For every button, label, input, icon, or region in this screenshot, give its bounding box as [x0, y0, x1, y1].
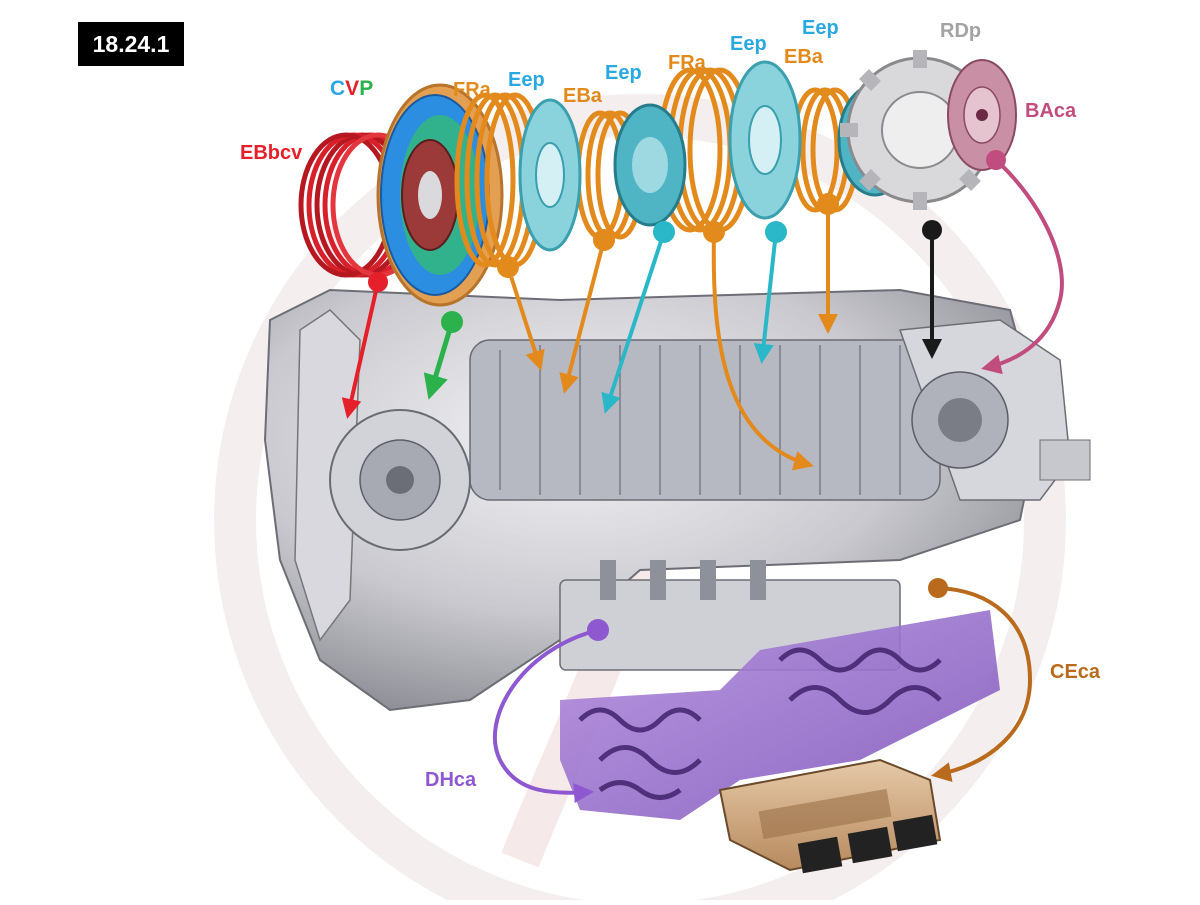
leader-rdp [922, 220, 942, 359]
label-eep-4: Eep [802, 17, 839, 39]
leader-cvp [423, 311, 463, 400]
leader-dhca [493, 619, 609, 804]
leader-eba-2 [817, 193, 839, 334]
label-fra-2: FRa [668, 52, 706, 74]
valve-body-icon [560, 610, 1000, 820]
label-cvp-v: V [345, 77, 360, 100]
label-fra-1: FRa [453, 79, 491, 101]
leader-fra-1 [497, 256, 545, 371]
label-eep-2: Eep [605, 62, 642, 84]
label-eba-1: EBa [563, 85, 602, 107]
figure-id-badge: 18.24.1 [78, 22, 184, 66]
label-cvp-p: P [359, 77, 374, 100]
leader-eep-3 [753, 221, 787, 364]
leader-eba-1 [559, 229, 615, 394]
transmission-housing-icon [263, 288, 1091, 712]
label-eba-2: EBa [784, 46, 823, 68]
label-baca: BAca [1025, 100, 1077, 122]
label-eep-3: Eep [730, 33, 767, 55]
leader-baca [981, 150, 1064, 375]
leader-ceca [928, 578, 1033, 782]
label-ceca: CEca [1050, 661, 1101, 683]
leader-ebbcv [341, 272, 388, 419]
leader-eep-2 [601, 221, 675, 414]
label-rdp: RDp [940, 20, 982, 42]
leader-fra-2 [703, 221, 814, 471]
label-cvp: CVP [330, 78, 373, 99]
rotor-disc-icon [947, 59, 1017, 171]
label-dhca: DHca [425, 769, 477, 791]
label-ebbcv: EBbcv [240, 142, 303, 164]
label-cvp-c: C [330, 77, 346, 100]
control-unit-icon [718, 758, 942, 874]
label-eep-1: Eep [508, 69, 545, 91]
